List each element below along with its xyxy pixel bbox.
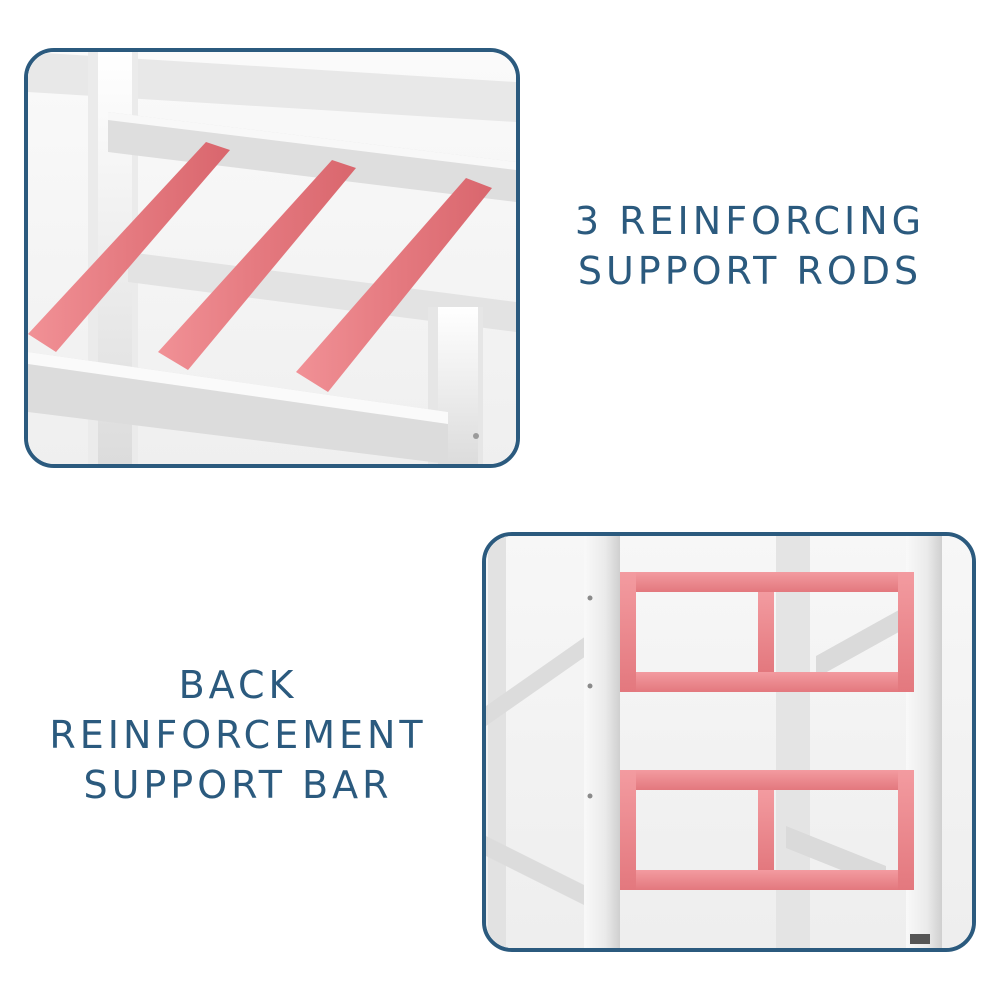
support-rods-caption-line-2: SUPPORT RODS xyxy=(577,249,923,294)
back-reinforcement-caption-line-1: BACK xyxy=(178,663,298,707)
back-reinforcement-caption-line-2: REINFORCEMENT xyxy=(49,713,427,758)
back-reinforcement-caption: BACK REINFORCEMENT SUPPORT BAR xyxy=(18,660,458,810)
back-reinforcement-photo xyxy=(482,532,976,952)
back-reinforcement-caption-line-3: SUPPORT BAR xyxy=(83,763,393,808)
support-rods-caption-line-1: 3 REINFORCING xyxy=(574,199,926,243)
support-rods-photo xyxy=(24,48,520,468)
support-rods-caption: 3 REINFORCING SUPPORT RODS xyxy=(550,196,950,296)
